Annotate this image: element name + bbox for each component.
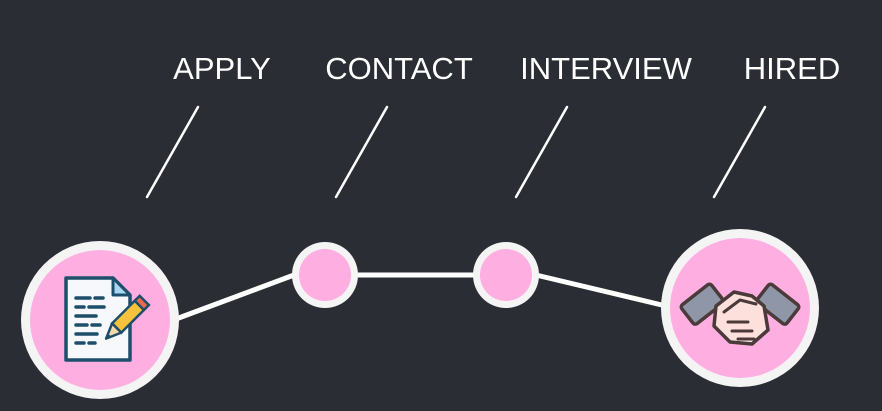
node-interview [473, 242, 539, 308]
connector-interview-hired [533, 272, 669, 309]
step-label-interview: INTERVIEW [520, 51, 692, 86]
pointer-line-apply [145, 105, 200, 199]
pointer-line-contact [334, 105, 389, 199]
connector-apply-contact [173, 272, 297, 322]
step-label-hired: HIRED [743, 51, 841, 86]
pointer-line-interview [514, 105, 569, 199]
node-apply [21, 241, 179, 399]
node-contact [292, 242, 358, 308]
node-hired [661, 229, 819, 387]
document-pencil-icon [64, 276, 151, 362]
step-label-apply: APPLY [173, 51, 271, 86]
pointer-line-hired [712, 105, 767, 199]
step-label-contact: CONTACT [325, 51, 473, 86]
connectors [173, 272, 669, 322]
handshake-icon [679, 282, 801, 346]
label-pointers [145, 105, 767, 199]
